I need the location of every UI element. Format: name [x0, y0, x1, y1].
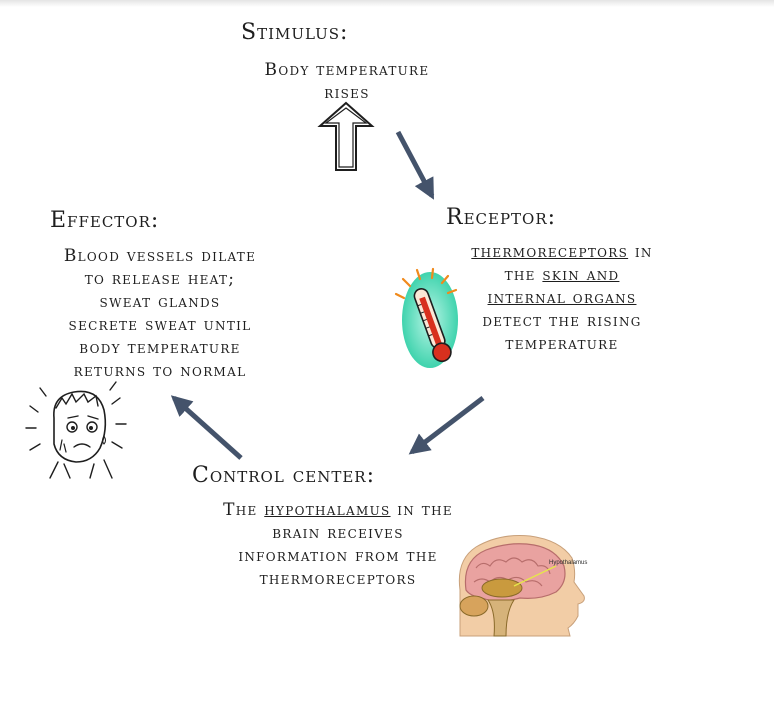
arrow-stimulus-to-receptor [395, 130, 435, 200]
arrow-receptor-to-control [408, 396, 485, 455]
stimulus-line-1: Body temperature [264, 60, 430, 80]
control-center-line-2: brain receives [272, 523, 404, 543]
control-center-line-4: thermoreceptors [259, 569, 417, 589]
control-center-line-1-pre: The [223, 500, 265, 520]
receptor-text: thermoreceptors in the skin and internal… [447, 241, 677, 356]
receptor-line-2-pre: the [504, 265, 543, 285]
receptor-internal-organs: internal organs [487, 288, 637, 308]
receptor-line-3: internal organs [447, 287, 677, 310]
top-bar [0, 0, 774, 7]
effector-text: Blood vessels dilate to release heat; sw… [40, 245, 280, 383]
effector-line-6: returns to normal [73, 361, 247, 381]
control-center-line-3: information from the [238, 546, 438, 566]
stimulus-heading: Stimulus: [241, 20, 349, 45]
receptor-heading: Receptor: [446, 205, 557, 230]
control-center-line-1: The hypothalamus in the [190, 499, 486, 522]
effector-heading: Effector: [50, 208, 160, 233]
thermometer-icon [394, 267, 458, 368]
receptor-skin-and: skin and [542, 265, 620, 285]
effector-line-2: to release heat; [84, 269, 236, 289]
arrow-control-to-effector [170, 395, 243, 460]
effector-line-3: sweat glands [99, 292, 221, 312]
hollow-up-arrow-icon [317, 101, 375, 171]
receptor-line-1: thermoreceptors in [447, 241, 677, 264]
effector-line-4: secrete sweat until [68, 315, 252, 335]
receptor-line-2: the skin and [447, 264, 677, 287]
stimulus-text: Body temperature rises [226, 59, 468, 105]
control-center-hypothalamus: hypothalamus [264, 500, 391, 520]
receptor-line-4: detect the rising [482, 311, 642, 331]
control-center-text: The hypothalamus in the brain receives i… [190, 499, 486, 591]
receptor-line-1-rest: in [628, 242, 653, 262]
stimulus-line-2: rises [324, 83, 370, 103]
control-center-line-1-rest: in the [390, 500, 453, 520]
sweating-face-icon [25, 381, 127, 479]
receptor-line-5: temperature [505, 334, 619, 354]
brain-hypothalamus-label: Hypothalamus [549, 560, 587, 566]
control-center-heading: Control center: [192, 463, 376, 488]
receptor-thermoreceptors: thermoreceptors [471, 242, 629, 262]
effector-line-5: body temperature [79, 338, 241, 358]
effector-line-1: Blood vessels dilate [63, 246, 257, 266]
brain-anatomy-icon: Hypothalamus [458, 535, 587, 637]
